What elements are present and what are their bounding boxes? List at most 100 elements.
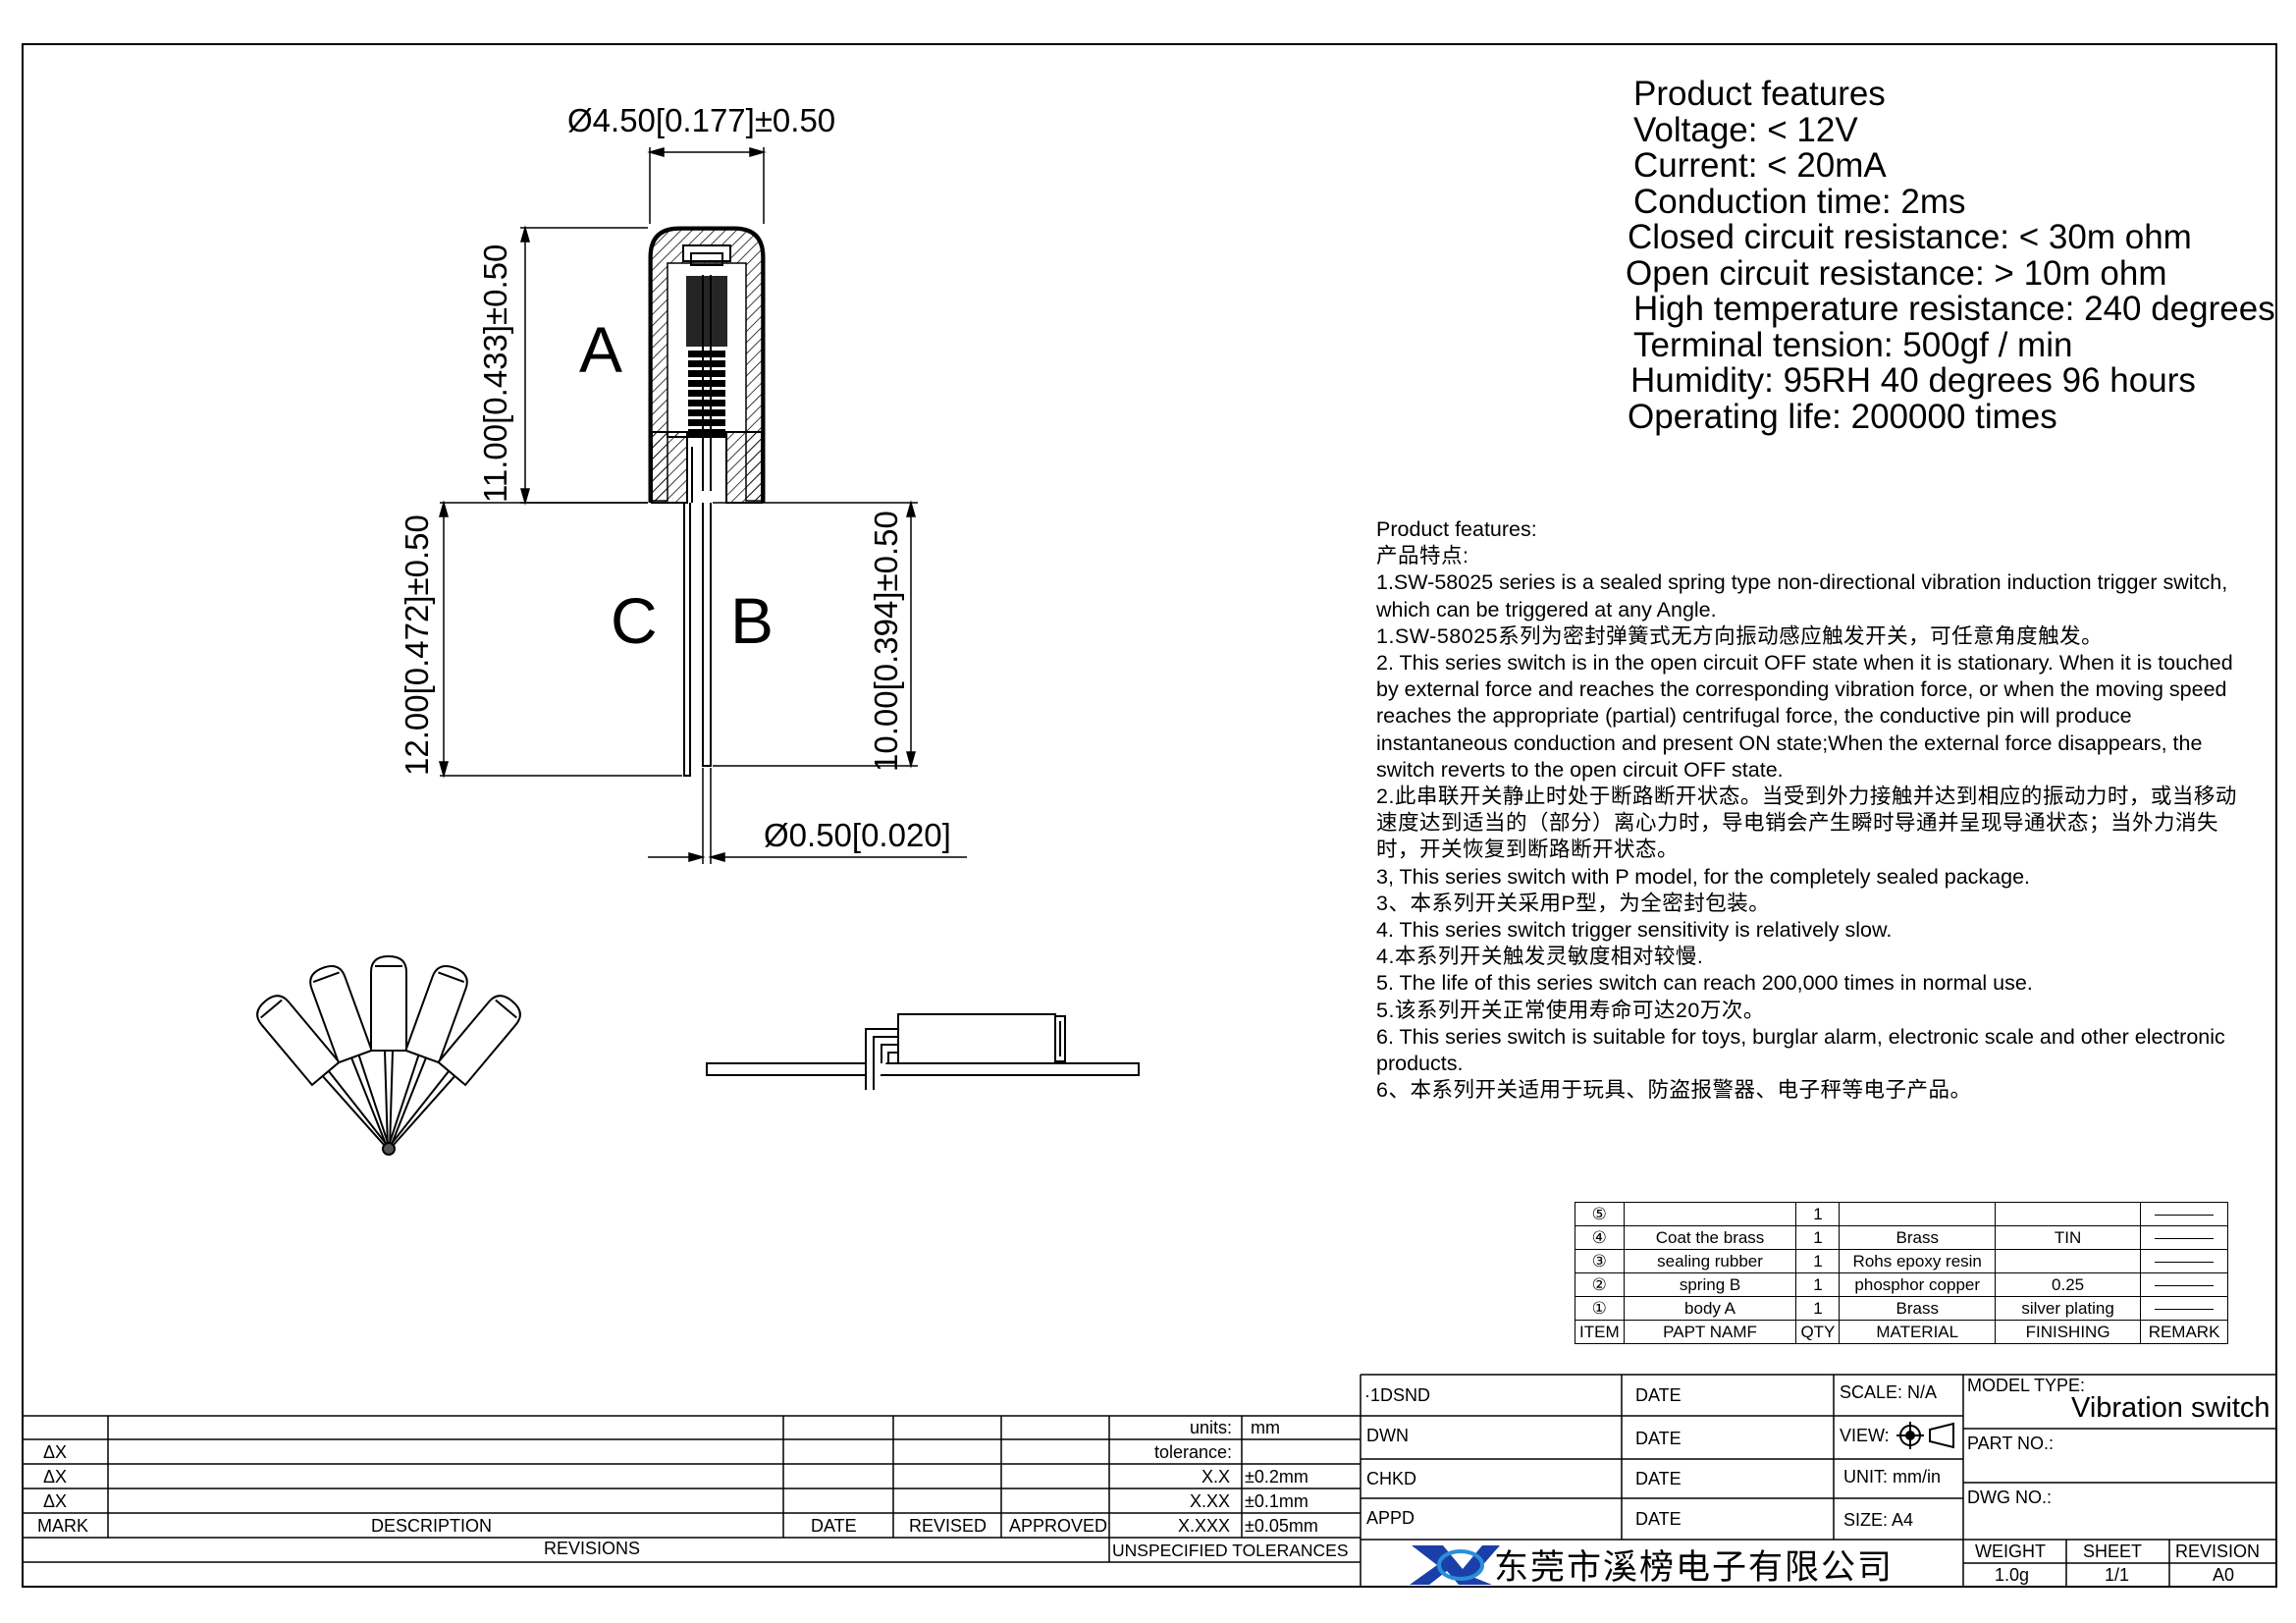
tolerance-xxxx-label: X.XXX xyxy=(1178,1516,1231,1536)
spring-coil xyxy=(688,400,725,406)
description-line: 2. This series switch is in the open cir… xyxy=(1376,651,2233,782)
bom-item: ② xyxy=(1575,1272,1625,1297)
fan-switch xyxy=(387,995,521,1151)
model-type-value: Vibration switch xyxy=(2071,1392,2270,1424)
bom-remark xyxy=(2140,1225,2228,1250)
date-label: DATE xyxy=(1635,1509,1682,1529)
bom-item: ⑤ xyxy=(1575,1202,1625,1226)
description-line: 1.SW-58025 series is a sealed spring typ… xyxy=(1376,570,2228,622)
bom-qty: 1 xyxy=(1795,1296,1841,1321)
fan-switch-pin xyxy=(328,1070,391,1149)
unit-label: UNIT: mm/in xyxy=(1843,1467,1941,1487)
fan-switch-body xyxy=(309,965,373,1064)
table-row: ④ Coat the brass 1 Brass TIN xyxy=(1575,1225,2228,1250)
label-c: C xyxy=(611,584,658,657)
features-title: Product features xyxy=(1633,75,1886,113)
bom-material: Rohs epoxy resin xyxy=(1839,1249,1997,1273)
bom-item: ① xyxy=(1575,1296,1625,1321)
description-line: 2.此串联开关静止时处于断路断开状态。当受到外力接触并达到相应的振动力时，或当移… xyxy=(1376,784,2237,862)
bom-item: ③ xyxy=(1575,1249,1625,1273)
dsnd-label: ·1DSND xyxy=(1364,1385,1431,1405)
product-features-summary: Product features Voltage: < 12V Current:… xyxy=(1626,75,2275,435)
bom-name: Coat the brass xyxy=(1623,1225,1797,1250)
fan-switch-pin xyxy=(389,1057,427,1150)
fan-switch-pin xyxy=(387,1055,420,1149)
dimension-length-b: 10.00[0.394]±0.50 xyxy=(868,511,904,772)
spring-coil xyxy=(688,351,725,357)
date-label: DATE xyxy=(1635,1429,1682,1448)
feature-high-temp: High temperature resistance: 240 degrees xyxy=(1633,290,2275,328)
fan-switch-cap xyxy=(495,999,517,1019)
revision-mark: ΔX xyxy=(43,1491,68,1511)
spring-coil xyxy=(688,380,725,387)
title-block-lines xyxy=(22,1374,2277,1588)
bom-material: phosphor copper xyxy=(1839,1272,1997,1297)
feature-terminal-tension: Terminal tension: 500gf / min xyxy=(1633,325,2073,364)
fan-switch xyxy=(370,954,407,1150)
spring-coil xyxy=(688,360,725,367)
description-line: 3, This series switch with P model, for … xyxy=(1376,864,2031,889)
size-label: SIZE: A4 xyxy=(1843,1510,1914,1530)
switch-section-view xyxy=(648,226,766,777)
description-line: 3、本系列开关采用P型，为全密封包装。 xyxy=(1376,891,1771,915)
bill-of-materials: ⑤ 1 ④ Coat the brass 1 Brass TIN ③ seali… xyxy=(1575,1202,2228,1344)
fan-switch-body xyxy=(256,995,341,1087)
fan-switch-pin xyxy=(387,1070,450,1149)
label-a: A xyxy=(579,313,623,386)
model-type-label: MODEL TYPE: xyxy=(1967,1376,2086,1395)
dimension-length-a: 11.00[0.433]±0.50 xyxy=(477,243,513,503)
description-title-cn: 产品特点: xyxy=(1376,544,1469,568)
fan-switch-body xyxy=(437,995,521,1087)
revisions-footer: REVISIONS xyxy=(544,1539,641,1558)
feature-operating-life: Operating life: 200000 times xyxy=(1628,397,2057,436)
spring-coil xyxy=(688,419,725,426)
description-title-en: Product features: xyxy=(1376,517,1537,541)
bom-finishing xyxy=(1995,1249,2142,1273)
fan-switch xyxy=(387,965,468,1150)
fan-switch-pin xyxy=(384,1050,389,1150)
dimension-pin-diameter: Ø0.50[0.020] xyxy=(764,817,951,853)
revision-label: REVISION xyxy=(2175,1542,2261,1561)
bom-name: body A xyxy=(1623,1296,1797,1321)
bom-header-row: ITEM PAPT NAMF QTY MATERIAL FINISHING RE… xyxy=(1575,1320,2228,1344)
bom-item: ④ xyxy=(1575,1225,1625,1250)
bom-name: sealing rubber xyxy=(1623,1249,1797,1273)
description-line: 4.本系列开关触发灵敏度相对较慢. xyxy=(1376,945,1704,969)
fan-switch xyxy=(309,965,391,1150)
projection-view-icon xyxy=(1896,1422,1954,1449)
date-label: DATE xyxy=(1635,1469,1682,1488)
switch-angle-view xyxy=(256,954,521,1156)
weight-value: 1.0g xyxy=(1995,1565,2030,1585)
description-line: 5. The life of this series switch can re… xyxy=(1376,971,2033,996)
bom-header-remark: REMARK xyxy=(2140,1320,2228,1344)
spring-coil xyxy=(688,390,725,397)
sheet-value: 1/1 xyxy=(2105,1565,2130,1585)
date-label: DATE xyxy=(1635,1385,1682,1405)
description-line: 6. This series switch is suitable for to… xyxy=(1376,1024,2225,1076)
spring-coil xyxy=(688,409,725,416)
chkd-label: CHKD xyxy=(1366,1469,1417,1488)
fan-switch-body xyxy=(404,965,468,1064)
description-line: 5.该系列开关正常使用寿命可达20万次。 xyxy=(1376,998,1765,1022)
table-row: ③ sealing rubber 1 Rohs epoxy resin xyxy=(1575,1249,2228,1273)
xb-logo-icon xyxy=(1410,1545,1500,1585)
bom-finishing xyxy=(1995,1202,2142,1226)
bom-remark xyxy=(2140,1249,2228,1273)
feature-current: Current: < 20mA xyxy=(1633,146,1887,185)
bom-qty: 1 xyxy=(1795,1249,1841,1273)
units-label: units: xyxy=(1190,1418,1233,1437)
fan-switch-cap xyxy=(260,999,283,1019)
fan-switch-pin xyxy=(321,1075,389,1151)
bom-header-item: ITEM xyxy=(1575,1320,1625,1344)
tolerance-xx-value: ±0.2mm xyxy=(1245,1467,1308,1487)
fan-switch-pin xyxy=(389,1075,456,1151)
bom-material xyxy=(1839,1202,1997,1226)
revision-mark: ΔX xyxy=(43,1442,68,1462)
fan-switch xyxy=(256,995,391,1151)
feature-voltage: Voltage: < 12V xyxy=(1633,110,1858,149)
fan-switch-body xyxy=(370,954,407,1052)
fan-switch-cap xyxy=(438,971,465,983)
bom-header-name: PAPT NAMF xyxy=(1623,1320,1797,1344)
tolerance-label: tolerance: xyxy=(1154,1442,1233,1462)
